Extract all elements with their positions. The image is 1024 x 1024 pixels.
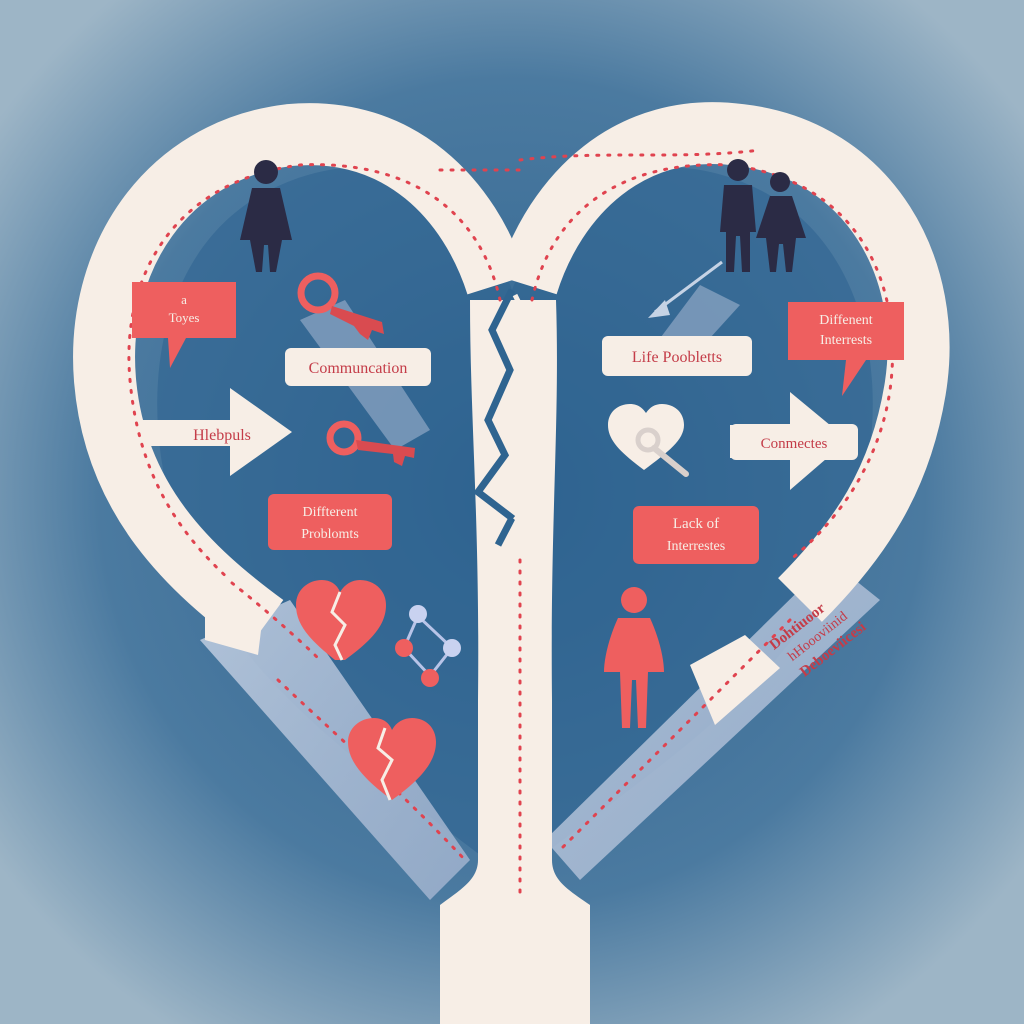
arrow-down-right (690, 635, 780, 725)
couple-figure-icon (720, 159, 806, 272)
road-left-lobe (73, 103, 527, 650)
road-shadow-left (200, 600, 470, 900)
tag-different-interests-line1: Diffenent (819, 313, 872, 328)
tag-toyes-line2: Toyes (169, 310, 200, 325)
woman-figure-icon (240, 160, 292, 272)
key-icon (326, 420, 415, 466)
badge-life-problems: Life Poobletts (602, 336, 752, 376)
tag-different-interests-line2: Interrests (820, 333, 872, 348)
badge-connectes-text: Conmectes (761, 436, 828, 452)
badge-communication: Communcation (285, 348, 431, 386)
badge-different-problems-line2: Problomts (301, 527, 359, 542)
badge-connectes: Conmectes (730, 424, 858, 460)
badge-lack-of-interests: Lack of Interrestes (633, 506, 759, 564)
molecule-icon (395, 605, 461, 687)
badge-communication-text: Communcation (309, 360, 408, 377)
arrow-right-left (120, 388, 292, 476)
tag-toyes: a Toyes (132, 282, 236, 368)
magnifier-key-icon (297, 272, 384, 340)
broken-heart-icon (348, 718, 436, 801)
badge-lack-of-line2: Interrestes (667, 539, 725, 554)
woman-standing-icon (604, 587, 664, 728)
badge-different-problems: Diffterent Problomts (268, 494, 392, 550)
badge-different-problems-line1: Diffterent (303, 505, 358, 520)
road-shadow-right (545, 560, 880, 880)
arrow-helpuls-text: Hlebpuls (193, 427, 251, 444)
tag-different-interests: Diffenent Interrests (788, 302, 904, 396)
heart-link-icon (608, 404, 689, 477)
tag-toyes-line1: a (181, 292, 187, 307)
arrow-down-left (205, 560, 265, 655)
heart-crack (473, 288, 517, 547)
badge-life-problems-text: Life Poobletts (632, 349, 722, 366)
road-stem (440, 300, 590, 1024)
badge-lack-of-line1: Lack of (673, 516, 719, 532)
road-right-lobe (497, 102, 950, 622)
broken-heart-icon (296, 580, 386, 661)
